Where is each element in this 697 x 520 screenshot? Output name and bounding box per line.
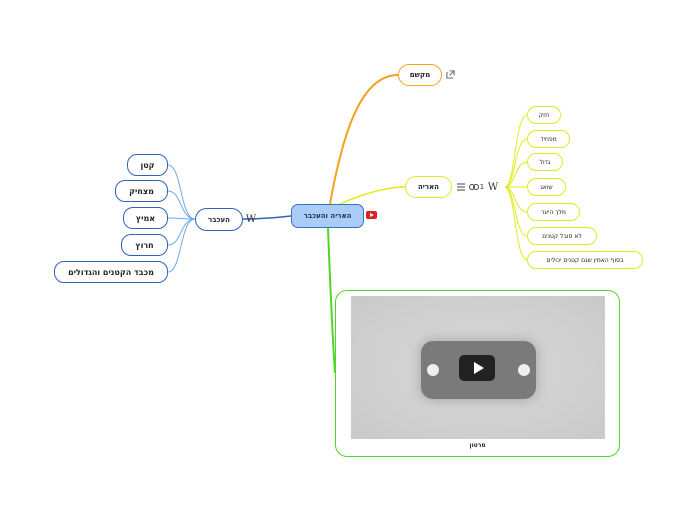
wikipedia-icon-mouse[interactable]: W (245, 213, 257, 225)
lion-child-4[interactable]: שואג (527, 178, 566, 196)
lion-badge-count: 1 (479, 183, 485, 191)
link-label: מקשם (409, 71, 431, 79)
lion-children-connectors (504, 114, 528, 261)
mouse-child-5[interactable]: מכבד הקטנים והגדולים (54, 261, 168, 283)
mouse-child-3[interactable]: אמיץ (123, 207, 168, 229)
lion-label: האריה (418, 183, 439, 191)
list-icon[interactable] (456, 182, 465, 192)
play-icon[interactable] (459, 355, 495, 381)
lion-child-3[interactable]: גדול (527, 153, 563, 171)
youtube-icon[interactable] (366, 211, 377, 219)
lion-node[interactable]: האריה (405, 176, 452, 198)
video-thumbnail[interactable] (351, 296, 605, 439)
video-caption: סרטון (469, 442, 486, 449)
external-link-icon[interactable] (445, 69, 455, 79)
connector-video (327, 227, 336, 374)
video-dot-right (518, 364, 530, 376)
mouse-child-1[interactable]: קטן (127, 154, 168, 176)
mouse-child-2[interactable]: מצחיק (115, 180, 168, 202)
link-node[interactable]: מקשם (398, 64, 442, 86)
video-node[interactable]: סרטון (335, 290, 620, 457)
mouse-node[interactable]: העכבר (195, 208, 243, 231)
wikipedia-icon[interactable]: W (487, 181, 499, 193)
mouse-label: העכבר (208, 215, 230, 224)
mouse-children-connectors (167, 164, 196, 273)
lion-child-2[interactable]: מפחיד (527, 130, 570, 148)
lion-child-5[interactable]: מלך היער (527, 203, 580, 221)
mouse-child-4[interactable]: חרוץ (121, 234, 168, 256)
connector-link (329, 74, 399, 205)
lion-child-7[interactable]: בסוף האמין שגם קטנים יכולים (527, 251, 643, 269)
video-dot-left (427, 364, 439, 376)
central-label: האריה והעכבר (303, 212, 352, 220)
connector-lion (339, 186, 406, 205)
link-icon (469, 182, 479, 192)
connector-mouse (242, 215, 292, 220)
lion-child-6[interactable]: לא סובל קטנים (527, 227, 597, 245)
lion-child-1[interactable]: חזק (527, 106, 561, 124)
central-node[interactable]: האריה והעכבר (291, 204, 364, 228)
